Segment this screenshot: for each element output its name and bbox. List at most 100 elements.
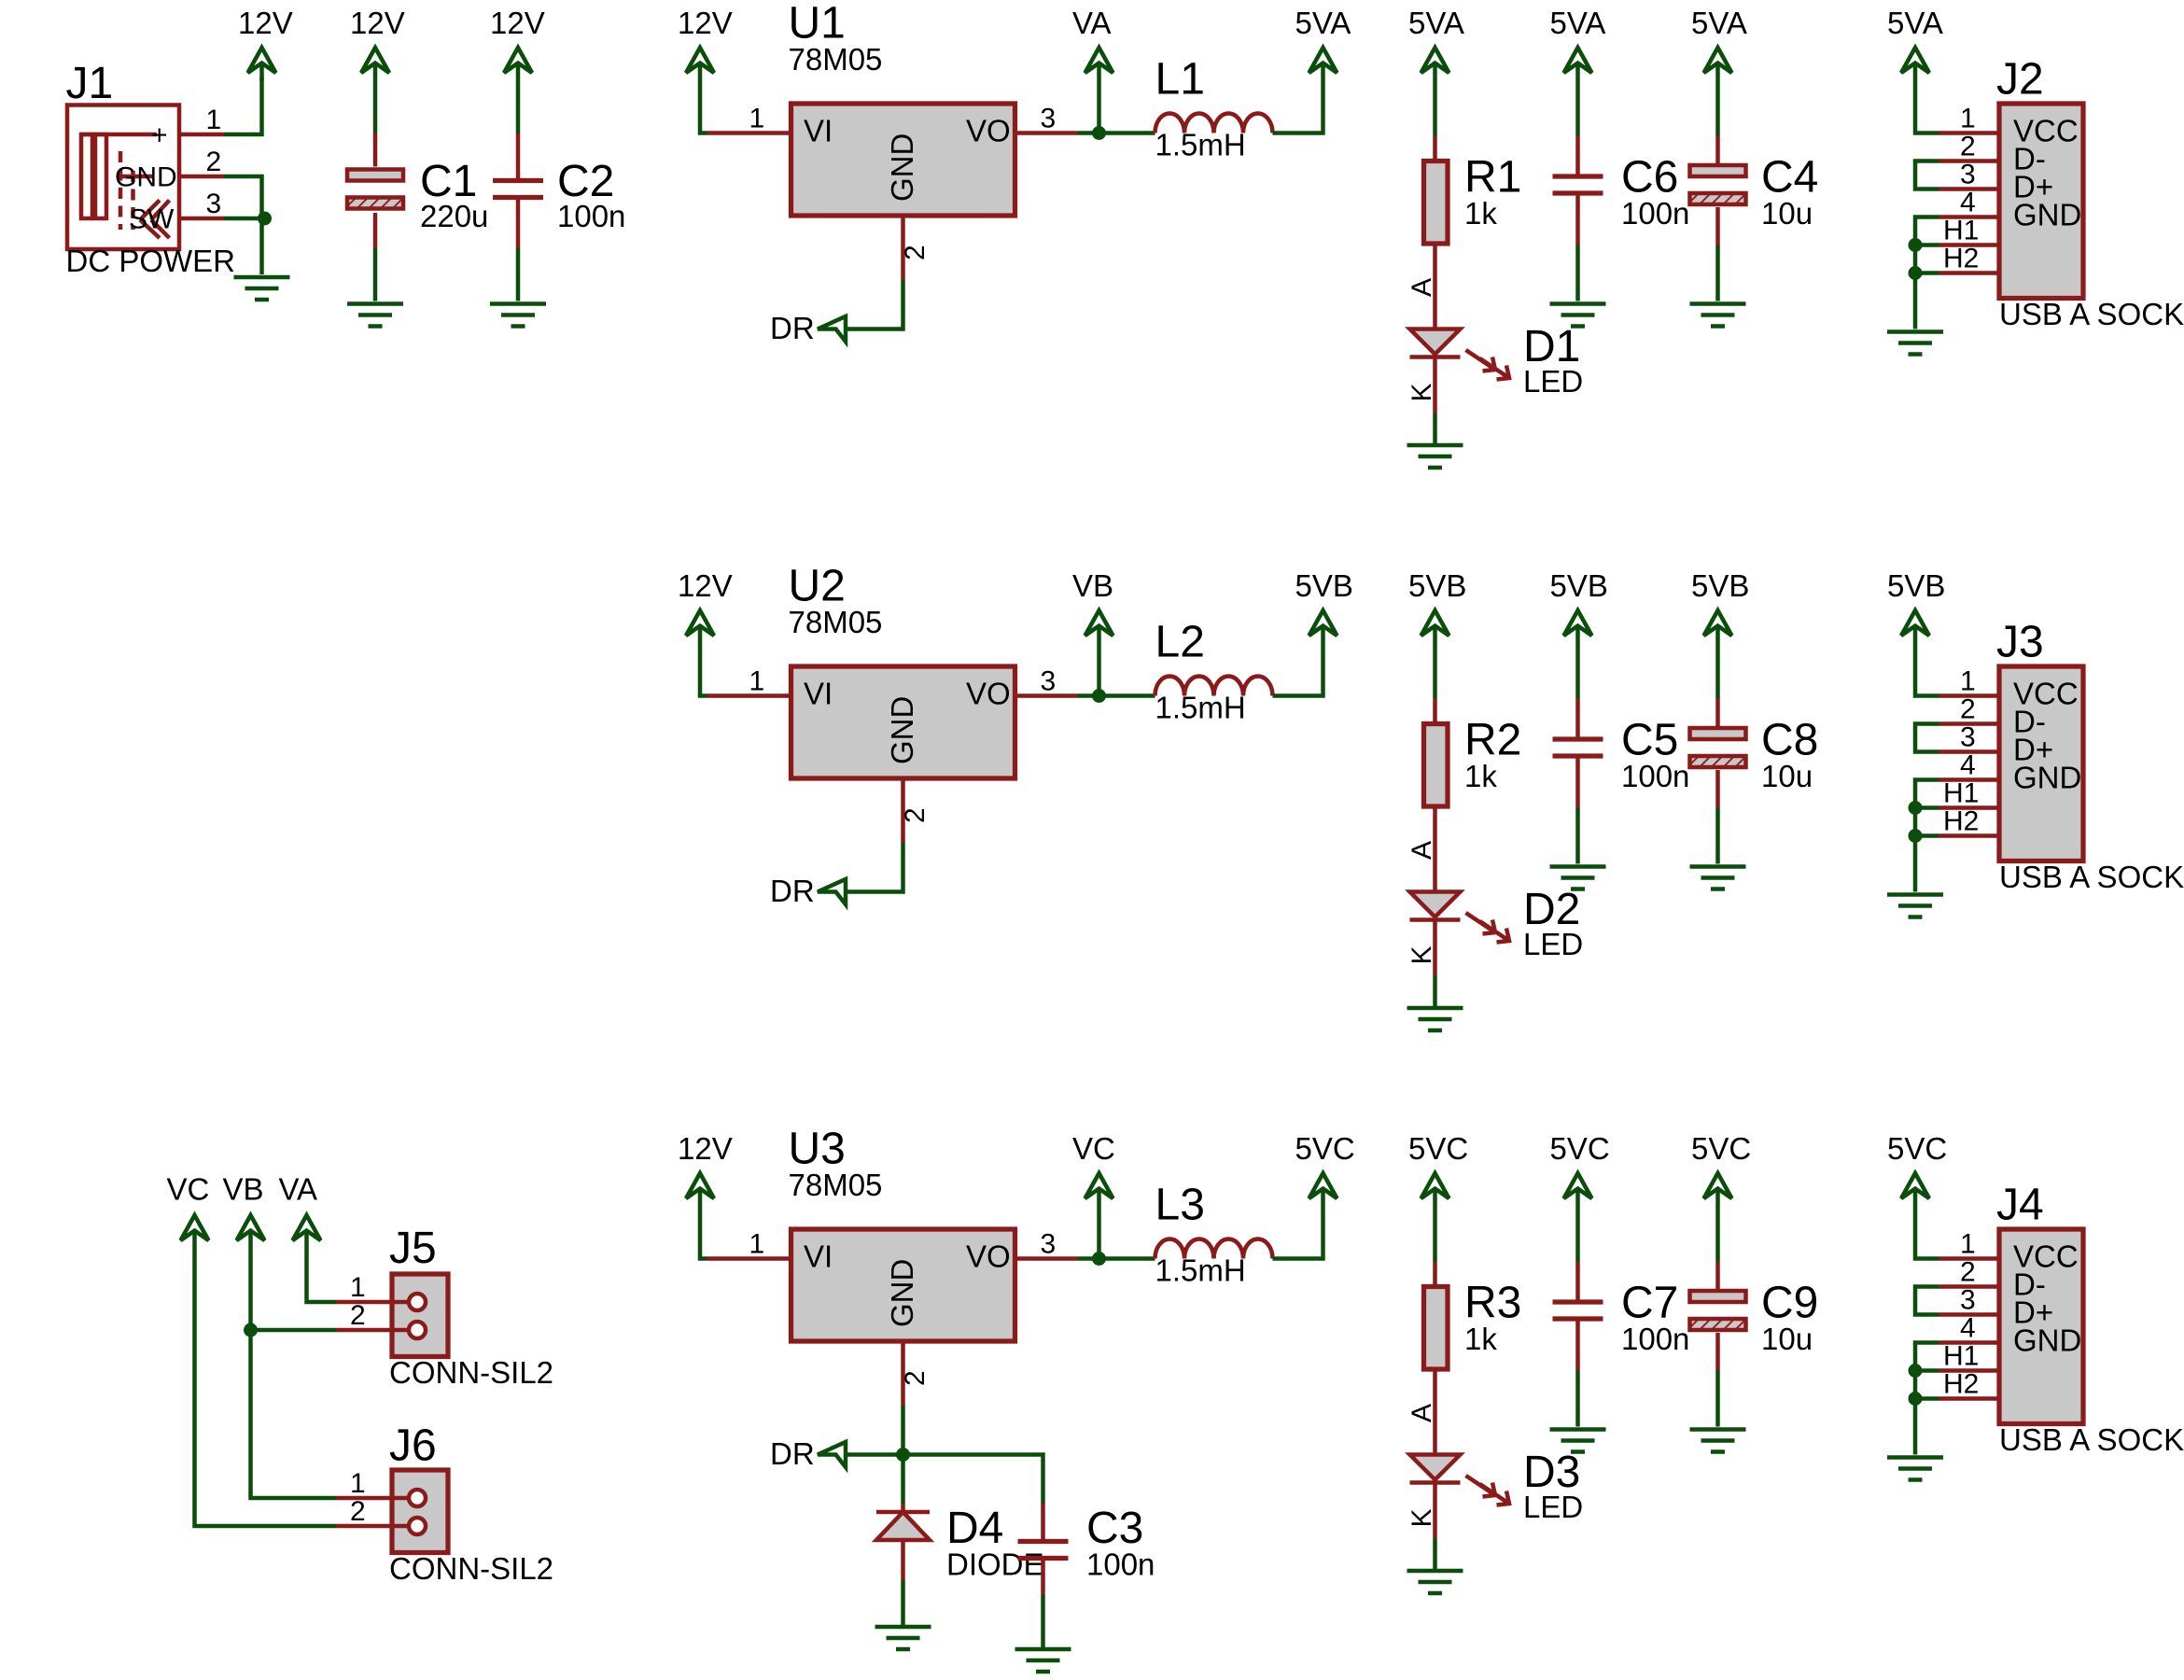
label-vb: VB <box>1072 568 1113 603</box>
power-arrow-icon <box>1421 1173 1449 1207</box>
label-5va: 5VA <box>1408 6 1464 40</box>
j3-pin4-num: 4 <box>1960 750 1976 781</box>
j4-pin-gnd: GND <box>2013 1323 2081 1358</box>
l2-value: 1.5mH <box>1155 691 1246 725</box>
r2-ref: R2 <box>1464 716 1521 765</box>
l3-ref: L3 <box>1155 1181 1205 1230</box>
ground-icon <box>875 1627 931 1649</box>
j4-pin4-num: 4 <box>1960 1313 1976 1344</box>
dr-flag-icon <box>818 879 846 904</box>
c5-value: 100n <box>1621 759 1689 793</box>
c4-value: 10u <box>1761 196 1813 231</box>
label-vc: VC <box>167 1172 210 1207</box>
label-5va: 5VA <box>1887 6 1943 40</box>
power-arrow-icon <box>1704 48 1732 81</box>
d1-value: LED <box>1523 364 1583 399</box>
j2-pin3-num: 3 <box>1960 160 1976 190</box>
label-12v: 12V <box>678 568 733 603</box>
label-12v: 12V <box>350 6 405 40</box>
dr-flag-icon <box>818 1442 846 1467</box>
regulator-u1: VI VO GND <box>788 101 1018 218</box>
j2-ref: J2 <box>1996 55 2044 105</box>
c2-ref: C2 <box>557 157 614 206</box>
u3-pin2-num: 2 <box>900 1370 931 1386</box>
power-arrow-icon <box>237 1215 265 1249</box>
c1-value: 220u <box>420 199 488 233</box>
u1-pin-vi: VI <box>804 114 833 148</box>
c9-value: 10u <box>1761 1322 1813 1356</box>
j1-pin-gnd: GND <box>115 162 177 193</box>
c7-value: 100n <box>1621 1322 1689 1356</box>
u2-ref: U2 <box>789 562 846 611</box>
j6-pin2-num: 2 <box>350 1496 366 1527</box>
power-arrow-icon <box>1564 610 1592 644</box>
j5-value: CONN-SIL2 <box>389 1355 553 1390</box>
c5-ref: C5 <box>1621 716 1678 765</box>
power-arrow-icon <box>248 48 276 81</box>
j4-pin3-num: 3 <box>1960 1285 1976 1316</box>
ground-icon <box>1015 1649 1071 1672</box>
j2-pin2-num: 2 <box>1960 132 1976 162</box>
led-d3 <box>1405 1452 1512 1507</box>
power-arrow-icon <box>1309 1173 1337 1207</box>
j1-pin1-num: 1 <box>206 105 222 135</box>
ground-icon <box>1690 867 1746 889</box>
u1-pin2-num: 2 <box>900 245 931 260</box>
j4-value: USB A SOCKET <box>1999 1422 2184 1457</box>
r1-value: 1k <box>1464 196 1497 231</box>
u1-value: 78M05 <box>789 42 883 77</box>
power-arrow-icon <box>686 48 714 81</box>
j2-value: USB A SOCKET <box>1999 297 2184 331</box>
u2-pin-vi: VI <box>804 677 833 711</box>
ground-icon <box>1407 1571 1463 1593</box>
power-arrow-icon <box>686 1173 714 1207</box>
diode-d4 <box>871 1504 935 1581</box>
channel-c: 12V 1 VI VO GND U3 78M05 3 2 DR D4 DIODE <box>678 1125 2184 1673</box>
resistor-r2 <box>1421 721 1450 809</box>
power-arrow-icon <box>181 1215 209 1249</box>
label-dr: DR <box>770 874 815 908</box>
label-5vb: 5VB <box>1691 568 1749 603</box>
j1-pin2-num: 2 <box>206 147 222 177</box>
label-12v: 12V <box>678 6 733 40</box>
power-arrow-icon <box>1704 610 1732 644</box>
inductor-l1 <box>1153 111 1275 133</box>
d3-ref: D3 <box>1523 1448 1580 1497</box>
usb-socket-j4: VCC D- D+ GND 1 2 3 4 H1 H2 <box>1939 1226 2086 1427</box>
label-5va: 5VA <box>1550 6 1606 40</box>
j6-pin1-num: 1 <box>350 1468 366 1499</box>
j6-ref: J6 <box>389 1421 437 1471</box>
j4-ref: J4 <box>1996 1181 2044 1230</box>
j5-ref: J5 <box>389 1224 437 1273</box>
sil-connectors: VC VB VA 1 2 J5 CONN-SIL2 1 2 J6 CONN-SI… <box>167 1172 554 1587</box>
j1-ref: J1 <box>66 59 114 108</box>
u1-pin3-num: 3 <box>1041 104 1057 134</box>
c1-ref: C1 <box>420 157 477 206</box>
power-arrow-icon <box>293 1215 321 1249</box>
j6-value: CONN-SIL2 <box>389 1551 553 1586</box>
ground-icon <box>1887 332 1943 355</box>
u2-pin2-num: 2 <box>900 807 931 823</box>
power-arrow-icon <box>1901 1173 1929 1207</box>
j3-pin2-num: 2 <box>1960 694 1976 725</box>
connector-j5: 1 2 <box>336 1271 451 1360</box>
j3-pin-vcc: VCC <box>2013 677 2079 711</box>
u1-ref: U1 <box>789 0 846 49</box>
u3-pin-vi: VI <box>804 1239 833 1274</box>
l2-ref: L2 <box>1155 618 1205 667</box>
j3-pin-dplus: D+ <box>2013 733 2053 767</box>
c6-value: 100n <box>1621 196 1689 231</box>
capacitor-c9 <box>1690 1291 1746 1330</box>
power-arrow-icon <box>1085 48 1113 81</box>
capacitor-c5 <box>1553 739 1603 756</box>
l3-value: 1.5mH <box>1155 1253 1246 1288</box>
regulator-u3: VI VO GND <box>788 1226 1018 1344</box>
ground-icon <box>1407 1008 1463 1030</box>
inductor-l2 <box>1153 674 1275 696</box>
d2-pin-a: A <box>1407 841 1437 860</box>
u3-value: 78M05 <box>789 1168 883 1202</box>
j2-pin-h1: H1 <box>1943 216 1979 246</box>
j5-pin2-num: 2 <box>350 1300 366 1331</box>
u1-pin1-num: 1 <box>749 104 765 134</box>
ground-icon <box>234 277 290 300</box>
